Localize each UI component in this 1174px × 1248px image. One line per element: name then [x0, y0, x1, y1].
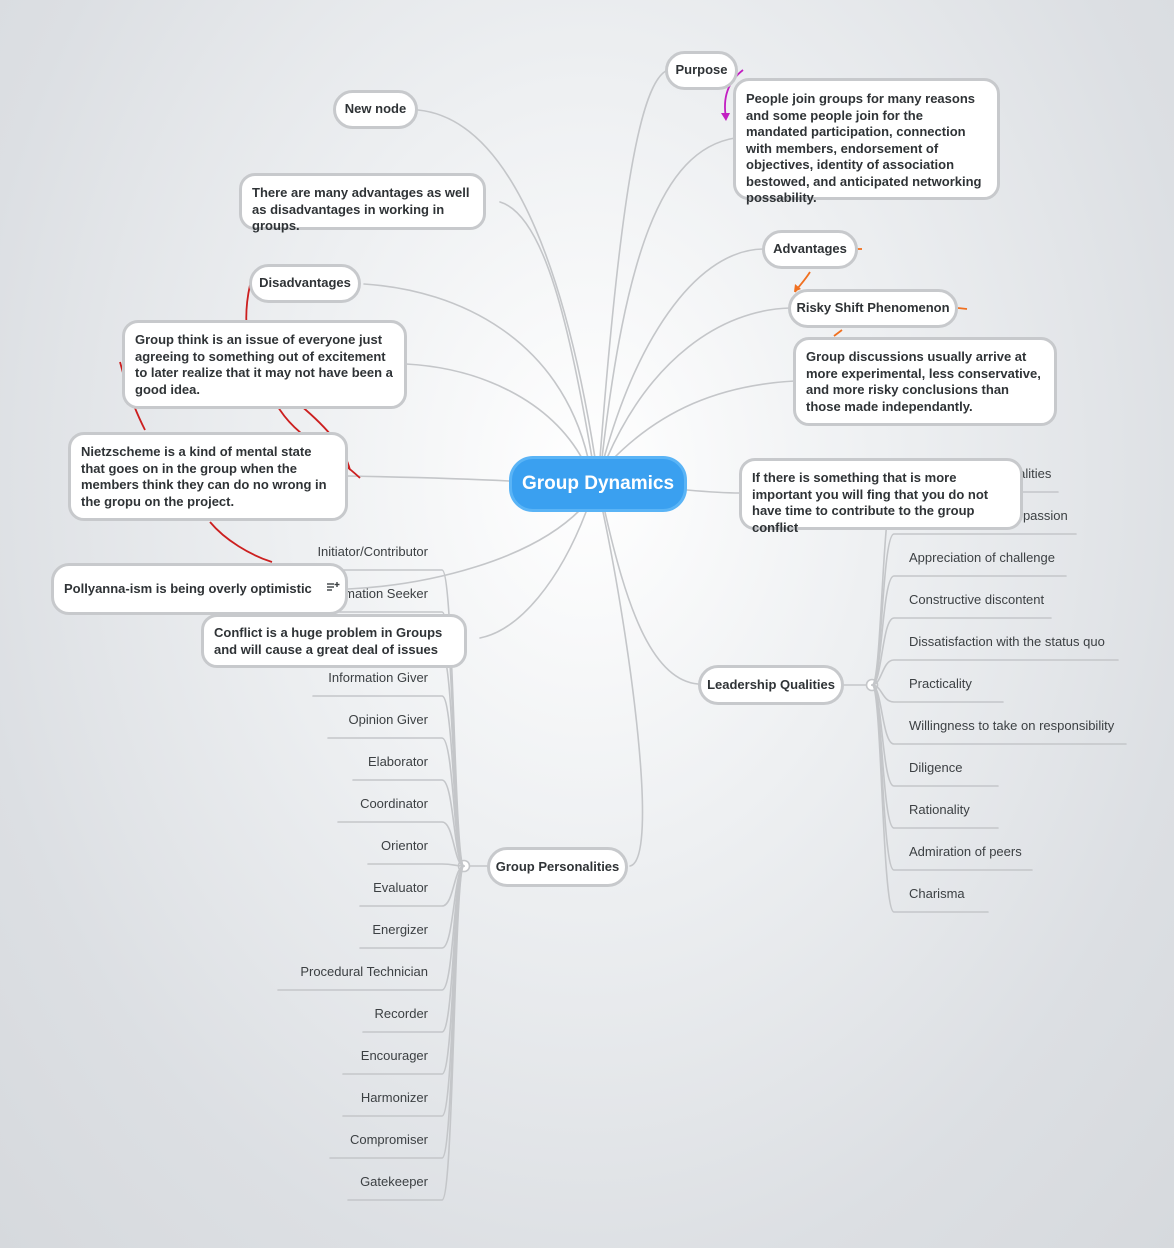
- link-leadership: [604, 511, 699, 685]
- arrow-orange: [794, 284, 801, 292]
- node-purpose[interactable]: Purpose: [665, 51, 738, 90]
- link-group-personality: [367, 863, 465, 867]
- leadership-quality-item[interactable]: Diligence: [909, 760, 963, 775]
- group-personality-item[interactable]: Elaborator: [368, 754, 428, 769]
- link-nietzscheme: [347, 475, 510, 482]
- leadership-quality-item[interactable]: Admiration of peers: [909, 844, 1022, 859]
- group-personality-item[interactable]: Recorder: [374, 1006, 428, 1021]
- pollyanna-label: Pollyanna-ism is being overly optimistic: [64, 580, 312, 596]
- node-purpose-text[interactable]: People join groups for many reasons and …: [733, 78, 1000, 205]
- relation-red-4: [209, 521, 273, 563]
- relation-orange-4: [833, 329, 843, 337]
- node-pollyanna[interactable]: Pollyanna-ism is being overly optimistic: [51, 563, 348, 615]
- link-leadership-quality: [871, 684, 1127, 745]
- leadership-quality-item[interactable]: Rationality: [909, 802, 970, 817]
- arrow-magenta: [721, 113, 730, 121]
- relation-orange-3: [957, 307, 968, 310]
- node-risky-shift[interactable]: Risky Shift Phenomenon: [788, 289, 958, 328]
- link-new-node: [417, 109, 596, 459]
- group-personality-item[interactable]: Compromiser: [349, 1132, 428, 1147]
- relation-magenta: [724, 69, 744, 119]
- group-personality-item[interactable]: Opinion Giver: [348, 712, 428, 727]
- link-conflict: [479, 511, 587, 639]
- link-pollyanna: [347, 509, 581, 590]
- link-personalities: [602, 511, 644, 867]
- link-leadership-quality: [871, 575, 1067, 686]
- group-personality-item[interactable]: Coordinator: [360, 796, 428, 811]
- group-personality-item[interactable]: Information Giver: [328, 670, 428, 685]
- node-advantages[interactable]: Advantages: [762, 230, 858, 269]
- node-group-think[interactable]: Group think is an issue of everyone just…: [122, 320, 407, 409]
- link-purpose: [599, 69, 669, 459]
- node-group-personalities[interactable]: Group Personalities: [487, 847, 628, 887]
- leadership-quality-item[interactable]: Appreciation of challenge: [909, 550, 1055, 565]
- link-risky-text: [609, 380, 796, 463]
- node-risky-shift-text[interactable]: Group discussions usually arrive at more…: [793, 337, 1057, 426]
- link-advantages: [603, 248, 764, 459]
- group-personality-item[interactable]: Evaluator: [373, 880, 428, 895]
- link-leadership-quality: [871, 684, 1033, 871]
- link-risky-shift: [606, 307, 791, 459]
- link-group-personality: [347, 865, 465, 1201]
- link-advantages-note: [499, 201, 593, 459]
- link-group-personality: [327, 737, 465, 867]
- node-leadership-qualities[interactable]: Leadership Qualities: [698, 665, 844, 705]
- group-personality-item[interactable]: Gatekeeper: [360, 1174, 428, 1189]
- link-disadvantages: [363, 283, 589, 459]
- group-personality-item[interactable]: Orientor: [381, 838, 428, 853]
- link-group-think: [405, 363, 584, 461]
- group-personality-item[interactable]: Harmonizer: [360, 1090, 428, 1105]
- leadership-quality-item[interactable]: Willingness to take on responsibility: [909, 718, 1115, 733]
- leadership-quality-item[interactable]: Practicality: [909, 676, 972, 691]
- node-new-node[interactable]: New node: [333, 90, 418, 129]
- group-personality-item[interactable]: Initiator/Contributor: [317, 544, 428, 559]
- link-leadership-quality: [871, 659, 1119, 686]
- central-topic[interactable]: Group Dynamics: [509, 456, 687, 512]
- link-group-personality: [352, 779, 465, 867]
- link-purpose-text: [601, 137, 736, 459]
- group-personality-item[interactable]: Energizer: [372, 922, 428, 937]
- leadership-quality-item[interactable]: Charisma: [909, 886, 965, 901]
- node-nietzscheme[interactable]: Nietzscheme is a kind of mental state th…: [68, 432, 348, 521]
- node-disadvantages[interactable]: Disadvantages: [249, 264, 361, 303]
- leadership-quality-item[interactable]: Constructive discontent: [909, 592, 1045, 607]
- node-advantages-note[interactable]: There are many advantages as well as dis…: [239, 173, 486, 233]
- note-icon[interactable]: [326, 581, 340, 598]
- link-leadership-quality: [871, 684, 989, 913]
- node-conflict[interactable]: Conflict is a huge problem in Groups and…: [201, 614, 467, 668]
- node-time-conflict[interactable]: If there is something that is more impor…: [739, 458, 1023, 535]
- leadership-quality-item[interactable]: Dissatisfaction with the status quo: [909, 634, 1105, 649]
- group-personality-item[interactable]: Procedural Technician: [300, 964, 428, 979]
- link-time-conflict: [686, 489, 741, 494]
- group-personality-item[interactable]: Encourager: [360, 1048, 428, 1063]
- link-leadership-quality: [871, 617, 1052, 686]
- link-group-personality: [337, 821, 465, 867]
